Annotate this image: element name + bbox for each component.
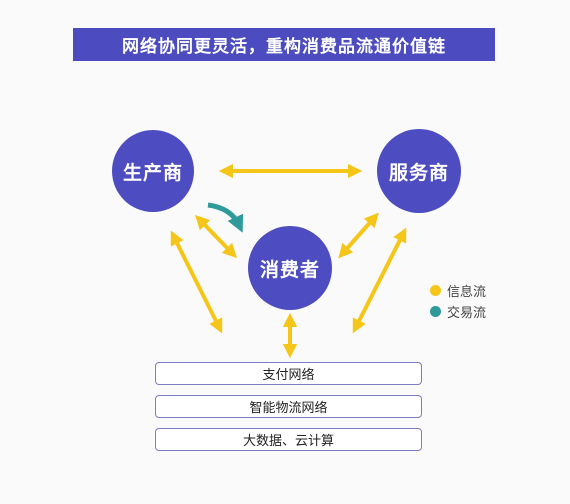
legend-dot-trade-icon xyxy=(430,306,441,317)
producer-node: 生产商 xyxy=(112,130,194,212)
legend-label-trade: 交易流 xyxy=(447,306,487,321)
legend-item-info-flow: 信息流 xyxy=(430,281,486,300)
legend-item-trade-flow: 交易流 xyxy=(430,302,486,321)
info-flow-arrow-service-platform xyxy=(352,227,407,334)
consumer-node: 消费者 xyxy=(248,226,332,310)
service-node: 服务商 xyxy=(377,129,461,213)
info-flow-arrow-producer-platform xyxy=(170,230,223,334)
layer-bigdata-cloud: 大数据、云计算 xyxy=(155,428,422,451)
layer-payment-network: 支付网络 xyxy=(155,362,422,385)
legend-dot-info-icon xyxy=(430,285,441,296)
info-flow-arrow-service-consumer xyxy=(338,212,379,259)
legend-label-info: 信息流 xyxy=(447,285,487,300)
layer-smart-logistics: 智能物流网络 xyxy=(155,395,422,418)
info-flow-arrow-producer-consumer xyxy=(194,214,238,259)
trade-flow-arrow xyxy=(207,202,244,233)
diagram-title: 网络协同更灵活，重构消费品流通价值链 xyxy=(73,28,495,61)
